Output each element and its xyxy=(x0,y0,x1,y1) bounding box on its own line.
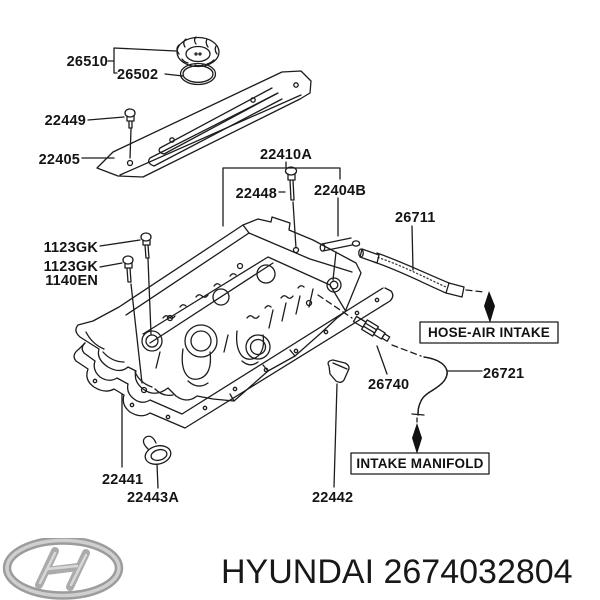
part-label-26711: 26711 xyxy=(395,210,436,226)
breather-hose-drawing xyxy=(358,248,485,298)
grommet-drawing xyxy=(142,435,172,489)
parts-diagram-canvas: 26510 26502 22449 22405 22410A 22448 224… xyxy=(39,36,559,506)
bolt-1123gk-lower-drawing xyxy=(122,255,143,384)
part-label-22404b: 22404B xyxy=(314,183,366,199)
pcv-valve-drawing xyxy=(317,294,422,357)
gasket-drawing xyxy=(73,287,394,429)
part-number: 2674032804 xyxy=(383,553,573,591)
callout-intake-manifold-label: INTAKE MANIFOLD xyxy=(356,456,483,471)
part-label-22441: 22441 xyxy=(102,472,143,488)
callout-intake-manifold-box xyxy=(350,452,490,475)
part-label-22443a: 22443A xyxy=(127,490,179,506)
callout-hose-air-intake-box xyxy=(419,321,559,344)
hyundai-logo-icon xyxy=(2,538,124,600)
baffle-plate-drawing xyxy=(96,70,312,178)
part-label-26740: 26740 xyxy=(368,377,409,393)
part-label-22410a: 22410A xyxy=(260,147,312,163)
part-label-26502: 26502 xyxy=(117,67,158,83)
dowel-pin-drawing xyxy=(319,237,361,281)
part-label-1140en: 1140EN xyxy=(45,273,98,289)
part-label-26510: 26510 xyxy=(67,54,108,70)
part-label-22448: 22448 xyxy=(236,186,277,202)
seal-clip-drawing xyxy=(327,359,350,488)
brand-name: HYUNDAI xyxy=(221,553,375,591)
part-label-22405: 22405 xyxy=(39,152,80,168)
brand-part-number: HYUNDAI 2674032804 xyxy=(221,553,573,592)
part-label-22442: 22442 xyxy=(312,490,353,506)
oil-cap-oring-drawing xyxy=(179,62,217,86)
part-label-1123gk-upper: 1123GK xyxy=(44,240,99,256)
part-label-1123gk-lower: 1123GK xyxy=(44,259,99,275)
callout-hose-air-intake-label: HOSE-AIR INTAKE xyxy=(428,325,550,340)
arrow-down-icon xyxy=(484,291,495,323)
arrow-down-icon xyxy=(412,423,422,454)
bolt-22448-drawing xyxy=(284,166,298,249)
part-label-22449: 22449 xyxy=(45,113,86,129)
bolt-1123gk-upper-drawing xyxy=(140,232,152,335)
leader-lines xyxy=(81,47,483,468)
oil-cap-drawing xyxy=(176,36,220,68)
pcv-hose-drawing xyxy=(411,356,448,423)
part-label-26721: 26721 xyxy=(483,366,524,382)
bolt-22449-drawing xyxy=(124,108,136,159)
valve-cover-drawing xyxy=(75,216,362,402)
